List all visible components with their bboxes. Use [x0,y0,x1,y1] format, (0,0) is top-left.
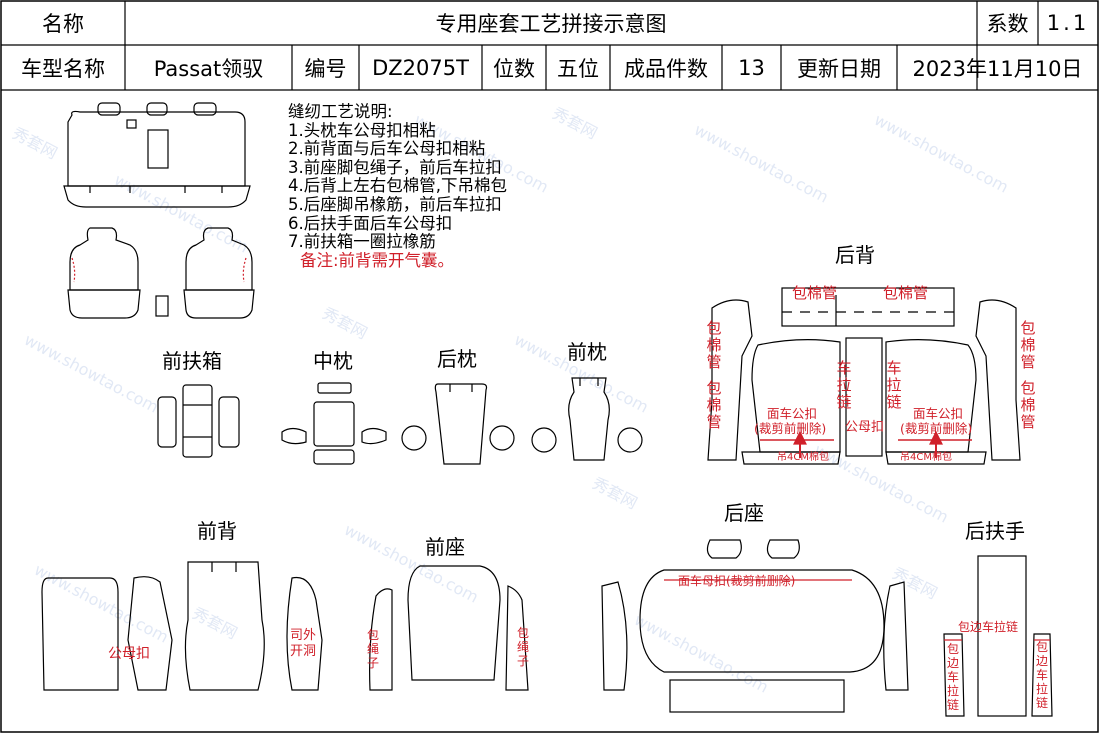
annotation-edge-zipper-v: 包边车拉链 [1035,640,1048,710]
annotation-cotton-tube-v: 包棉管 [1020,319,1036,371]
model-value: Passat领驭 [153,56,264,81]
front-armrest-box-pieces [157,384,240,458]
seat-overview-front [67,227,255,319]
annotation-outer-seam-hole: 司外开洞 [290,628,317,659]
document-title: 专用座套工艺拼接示意图 [435,12,667,36]
coefficient-label: 系数 [986,12,1029,36]
pieces-label: 成品件数 [624,56,708,81]
annotation-edge-zipper: 包边车拉链 [958,620,1019,634]
code-value: DZ2075T [372,55,469,80]
section-rear-armrest: 后扶手 [965,519,1025,543]
annotation-cotton-tube-right: 包棉管 [883,284,929,302]
annotation-zipper-v: 车拉链 [836,359,852,411]
note-item: 4.后背上左右包棉管,下吊棉包 [288,176,507,196]
sewing-notes: 缝纫工艺说明: 1.头枕车公母扣相粘 2.前背面与后车公母扣相粘 3.前座脚包绳… [288,102,507,270]
annotation-cut-before-delete: (裁剪前删除) [900,421,973,436]
front-seat-pieces [369,565,529,691]
section-front-pillow: 前枕 [567,340,607,364]
arrow-markers [793,430,943,458]
annotation-male-female-buckle: 公母扣 [845,420,885,435]
code-label: 编号 [304,56,347,81]
middle-pillow-pieces [281,382,387,465]
annotation-cotton-tube-left: 包棉管 [792,284,838,302]
annotation-edge-zipper-v: 包边车拉链 [946,642,959,712]
note-item: 6.后扶手面后车公母扣 [288,213,453,233]
date-value: 2023年11月10日 [912,56,1083,81]
rear-seat-pieces [601,539,909,713]
section-rear-seat: 后座 [724,501,764,525]
date-label: 更新日期 [797,56,881,81]
section-rear-pillow: 后枕 [437,347,477,371]
notes-title: 缝纫工艺说明: [288,102,393,121]
notes-remark: 备注:前背需开气囊。 [300,250,455,270]
annotation-zipper-v: 车拉链 [886,359,902,411]
coefficient-value: 1.1 [1046,11,1090,35]
annotation-cotton-tube-v: 包棉管 [706,379,722,431]
annotation-female-buckle: 公母扣 [108,646,150,662]
note-item: 3.前座脚包绳子，前后车拉扣 [288,157,502,177]
section-front-armrest-box: 前扶箱 [162,349,222,373]
section-rear-back: 后背 [835,243,875,267]
rear-back-pieces [707,287,1021,465]
section-front-back: 前背 [197,519,237,543]
seats-value: 五位 [557,56,599,81]
name-label: 名称 [42,12,84,36]
note-item: 5.后座脚吊橡筋，前后车拉扣 [288,194,502,214]
annotation-hang-cotton: 吊4CM棉包 [900,452,952,463]
annotation-wrap-rope: 包绳子 [516,626,529,668]
annotation-face-male-buckle: 面车公扣 [767,406,818,421]
annotation-cotton-tube-v: 包棉管 [706,319,722,371]
rear-armrest-pieces [943,555,1053,717]
seat-overview-rear [63,102,251,208]
annotation-wrap-rope: 包绳子 [366,628,379,670]
seats-label: 位数 [493,56,535,81]
note-item: 1.头枕车公母扣相粘 [288,120,436,140]
note-item: 2.前背面与后车公母扣相粘 [288,139,486,159]
annotation-cut-before-delete: (裁剪前删除) [754,421,827,436]
section-middle-pillow: 中枕 [313,349,353,373]
pieces-value: 13 [738,55,765,80]
annotation-hang-cotton: 吊4CM棉包 [777,452,829,463]
front-back-pieces [41,561,323,691]
annotation-face-male-buckle: 面车公扣 [913,406,964,421]
annotation-cotton-tube-v: 包棉管 [1020,379,1036,431]
model-label: 车型名称 [21,56,105,81]
annotation-rear-seat-strip: 面车母扣(裁剪前删除) [678,574,796,588]
rear-pillow-pieces [401,383,515,465]
front-pillow-pieces [531,377,643,461]
note-item: 7.前扶箱一圈拉橡筋 [288,232,436,252]
section-front-seat: 前座 [425,535,465,559]
